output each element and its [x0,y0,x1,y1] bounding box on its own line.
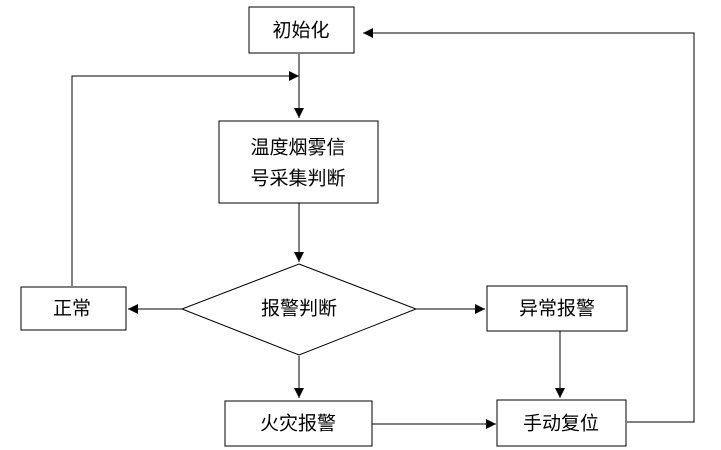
node-normal: 正常 [20,286,127,331]
node-reset-label: 手动复位 [523,413,599,435]
node-fire-box [224,400,373,447]
node-reset-box [496,399,627,447]
node-judge-diamond [180,263,418,356]
node-abnormal-box [486,285,628,332]
node-normal-box [20,286,127,331]
node-normal-label: 正常 [53,298,91,320]
node-judge-label: 报警判断 [261,298,337,320]
arrow-normal-loop-to-collect [71,71,299,286]
node-reset: 手动复位 [496,399,627,447]
node-init-box [248,6,355,54]
arrow-reset-loop-to-init [363,28,695,423]
node-collect: 温度烟雾信 号采集判断 [218,120,379,204]
node-judge: 报警判断 [180,263,418,356]
node-abnormal-label: 异常报警 [519,298,595,320]
node-collect-label-line2: 号采集判断 [250,168,345,190]
node-fire: 火灾报警 [224,400,373,447]
node-init: 初始化 [248,6,355,54]
connectors [71,28,695,429]
node-abnormal: 异常报警 [486,285,628,332]
node-fire-label: 火灾报警 [260,413,336,435]
node-collect-box [218,120,379,204]
node-collect-label-line1: 温度烟雾信 [250,137,345,159]
node-init-label: 初始化 [272,20,329,42]
